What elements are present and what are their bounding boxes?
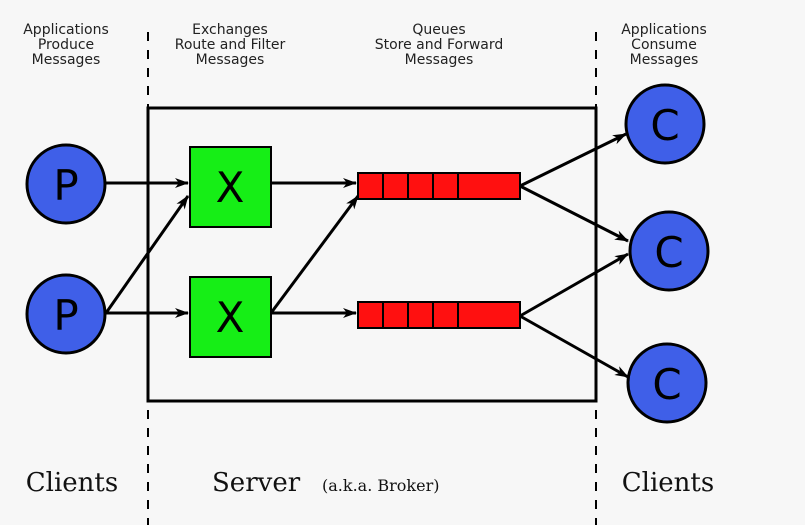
exchange-label: X: [216, 163, 245, 212]
header-consumers-line-1: Applications: [621, 22, 707, 38]
consumer-circle: [626, 342, 708, 424]
consumer-label: C: [652, 360, 681, 409]
header-exchanges-line-2: Route and Filter: [175, 37, 286, 53]
header-exchanges-line-3: Messages: [196, 52, 265, 68]
label-clients-right: Clients: [622, 468, 714, 498]
consumer-circle: [624, 83, 706, 165]
header-producers: Applications Produce Messages: [23, 22, 109, 68]
label-clients-left: Clients: [26, 468, 118, 498]
exchange-box: [189, 146, 272, 228]
arrow-x2-q1: [269, 195, 360, 314]
header-producers-line-2: Produce: [38, 37, 94, 53]
arrow-p2-x1: [104, 195, 190, 314]
producer-label: P: [53, 291, 78, 340]
header-consumers-line-2: Consume: [631, 37, 697, 53]
header-queues: Queues Store and Forward Messages: [375, 22, 504, 68]
producer-label: P: [53, 161, 78, 210]
header-producers-line-1: Applications: [23, 22, 109, 38]
header-queues-line-3: Messages: [405, 52, 474, 68]
header-queues-line-1: Queues: [412, 22, 465, 38]
queue-2: [357, 301, 521, 329]
queue-body: [357, 172, 521, 200]
header-queues-line-2: Store and Forward: [375, 37, 504, 53]
label-server-note: (a.k.a. Broker): [322, 476, 439, 495]
exchange-node-2: X: [189, 276, 272, 358]
consumer-node-2: C: [628, 210, 710, 292]
header-consumers-line-3: Messages: [630, 52, 699, 68]
consumer-node-1: C: [624, 83, 706, 165]
header-producers-line-3: Messages: [32, 52, 101, 68]
consumer-label: C: [650, 101, 679, 150]
exchange-label: X: [216, 293, 245, 342]
consumer-node-3: C: [626, 342, 708, 424]
exchange-box: [189, 276, 272, 358]
label-server: Server: [212, 468, 301, 498]
queue-1: [357, 172, 521, 200]
header-consumers: Applications Consume Messages: [621, 22, 707, 68]
producer-circle: [25, 273, 107, 355]
arrow-q2-c3: [519, 314, 629, 379]
producer-node-2: P: [25, 273, 107, 355]
producer-circle: [25, 143, 107, 225]
arrow-q1-c1: [519, 132, 627, 188]
header-exchanges-line-1: Exchanges: [192, 22, 268, 38]
consumer-circle: [628, 210, 710, 292]
producer-node-1: P: [25, 143, 107, 225]
arrow-q1-c2: [519, 184, 629, 243]
arrow-q2-c2: [519, 252, 629, 318]
queue-body: [357, 301, 521, 329]
exchange-node-1: X: [189, 146, 272, 228]
header-exchanges: Exchanges Route and Filter Messages: [175, 22, 286, 68]
consumer-label: C: [654, 228, 683, 277]
